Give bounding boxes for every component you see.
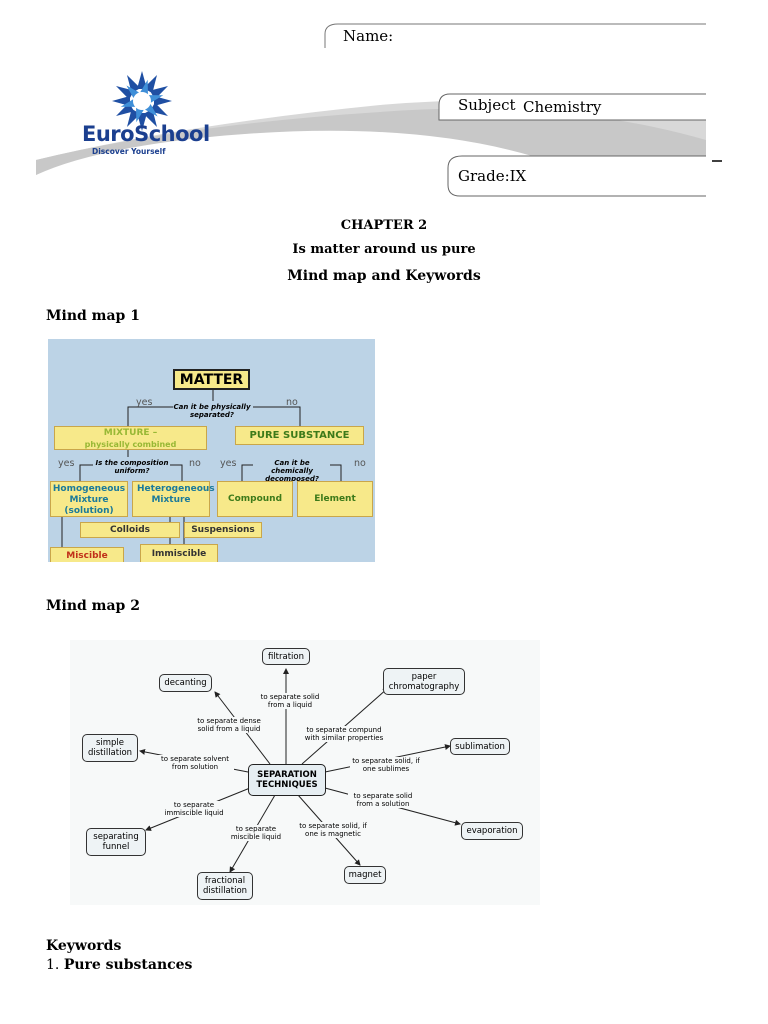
matter-box: MATTER [173,369,250,390]
node-filtration: filtration [262,648,310,665]
node-magnet: magnet [344,866,386,884]
section-heading: Mind map and Keywords [287,268,481,284]
label-magnet: to separate solid, if one is magnetic [298,822,368,838]
chapter-subtitle: Is matter around us pure [292,242,476,257]
node-simple-distillation: simple distillation [82,734,138,762]
immiscible-box: Immiscible [140,544,218,562]
no-label-3: no [354,458,366,469]
label-evaporation: to separate solid from a solution [348,792,418,808]
keyword-item-text: Pure substances [63,957,193,973]
mixture-subtitle: physically combined [84,440,177,449]
mindmap1-heading: Mind map 1 [46,308,140,324]
node-fractional-distillation: fractional distillation [197,872,253,900]
name-label: Name: [343,27,394,45]
colloids-box: Colloids [80,522,180,538]
pure-substance-box: PURE SUBSTANCE [235,426,364,445]
mixture-box: MIXTURE – physically combined [54,426,207,450]
node-separating-funnel: separating funnel [86,828,146,856]
label-simple: to separate solvent from solution [156,755,234,771]
question-physically-separated: Can it be physically separated? [173,403,251,419]
yes-label-1: yes [136,397,153,408]
label-paper: to separate compund with similar propert… [298,726,390,742]
yes-label-3: yes [220,458,237,469]
euroschool-logo-icon [112,71,172,131]
label-sublimation: to separate solid, if one sublimes [350,757,422,773]
header-banner [36,23,722,197]
no-label-1: no [286,397,298,408]
label-funnel: to separate immiscible liquid [162,801,226,817]
element-box: Element [297,481,373,517]
label-filtration: to separate solid from a liquid [257,693,323,709]
question-composition-uniform: Is the composition uniform? [95,459,169,475]
heterogeneous-box: Heterogeneous Mixture [132,481,215,517]
node-sublimation: sublimation [450,738,510,755]
subject-value: Chemistry [523,98,602,116]
label-fractional: to separate miscible liquid [226,825,286,841]
logo-text: EuroSchool [82,122,210,146]
chapter-title: CHAPTER 2 [340,218,428,233]
question-chemically-decomposed: Can it be chemically decomposed? [265,459,319,483]
mixture-title: MIXTURE – [103,428,158,438]
suspensions-box: Suspensions [184,522,262,538]
center-node-separation: SEPARATION TECHNIQUES [248,764,326,796]
yes-label-2: yes [58,458,75,469]
keywords-heading: Keywords [46,938,122,954]
node-paper-chromatography: paper chromatography [383,668,465,695]
compound-box: Compound [217,481,293,517]
mindmap2-heading: Mind map 2 [46,598,140,614]
node-evaporation: evaporation [461,822,523,840]
subject-label: Subject [458,96,516,114]
mindmap2-diagram: SEPARATION TECHNIQUES filtration decanti… [70,640,540,905]
label-decanting: to separate dense solid from a liquid [191,717,267,733]
keyword-item-number: 1. [46,957,60,973]
logo-tagline: Discover Yourself [92,147,166,156]
keyword-item-1: 1. Pure substances [46,957,192,973]
mindmap1-diagram: MATTER yes no Can it be physically separ… [48,339,375,562]
grade-value: Grade:IX [458,167,527,185]
miscible-box: Miscible [50,547,124,562]
node-decanting: decanting [159,674,212,692]
no-label-2: no [189,458,201,469]
homogeneous-box: Homogeneous Mixture (solution) [50,481,128,517]
